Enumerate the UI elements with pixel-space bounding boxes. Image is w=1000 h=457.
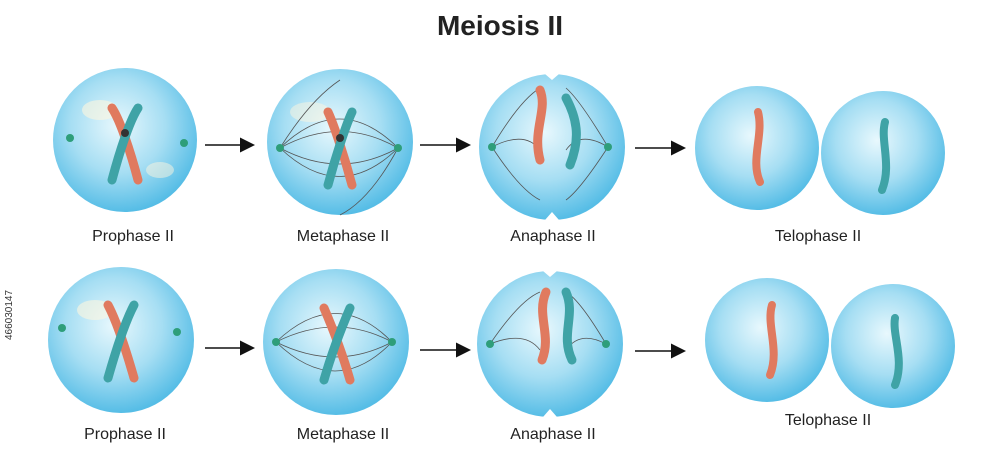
stage-label-anaphase-row1: Anaphase II [510,228,595,246]
stage-label-anaphase-row2: Anaphase II [510,426,595,444]
chromatid-icon [895,318,899,385]
stock-id-text: 466030147 [4,290,15,340]
stage-label-prophase-row1: Prophase II [92,228,174,246]
cell-prophase-row2 [48,267,194,413]
stage-label-telophase-row1: Telophase II [775,228,861,246]
centriole-icon [66,134,74,142]
chromatid-icon [566,292,572,360]
centriole-icon [602,340,610,348]
cell-metaphase-row2 [263,269,409,415]
chromatid-icon [756,112,760,182]
centriole-icon [488,143,496,151]
centriole-icon [486,340,494,348]
stage-label-metaphase-row2: Metaphase II [297,426,390,444]
centriole-icon [180,139,188,147]
centriole-icon [173,328,181,336]
chromatid-icon [770,305,774,375]
centriole-icon [276,144,284,152]
stage-label-telophase-row2: Telophase II [785,412,871,430]
chromatid-icon [538,90,543,160]
cell-anaphase-row1 [479,74,625,220]
chromatid-icon [542,292,546,360]
centriole-icon [604,143,612,151]
cell-telophase-row2 [705,278,955,408]
cell-metaphase-row1 [267,69,413,215]
cell-telophase-row1 [695,86,945,215]
centriole-icon [272,338,280,346]
stage-label-metaphase-row1: Metaphase II [297,228,390,246]
centriole-icon [388,338,396,346]
cell-anaphase-row2 [477,271,623,417]
stage-label-prophase-row2: Prophase II [84,426,166,444]
centriole-icon [394,144,402,152]
centriole-icon [58,324,66,332]
cell-prophase-row1 [53,68,197,212]
chromatid-icon [882,122,886,190]
